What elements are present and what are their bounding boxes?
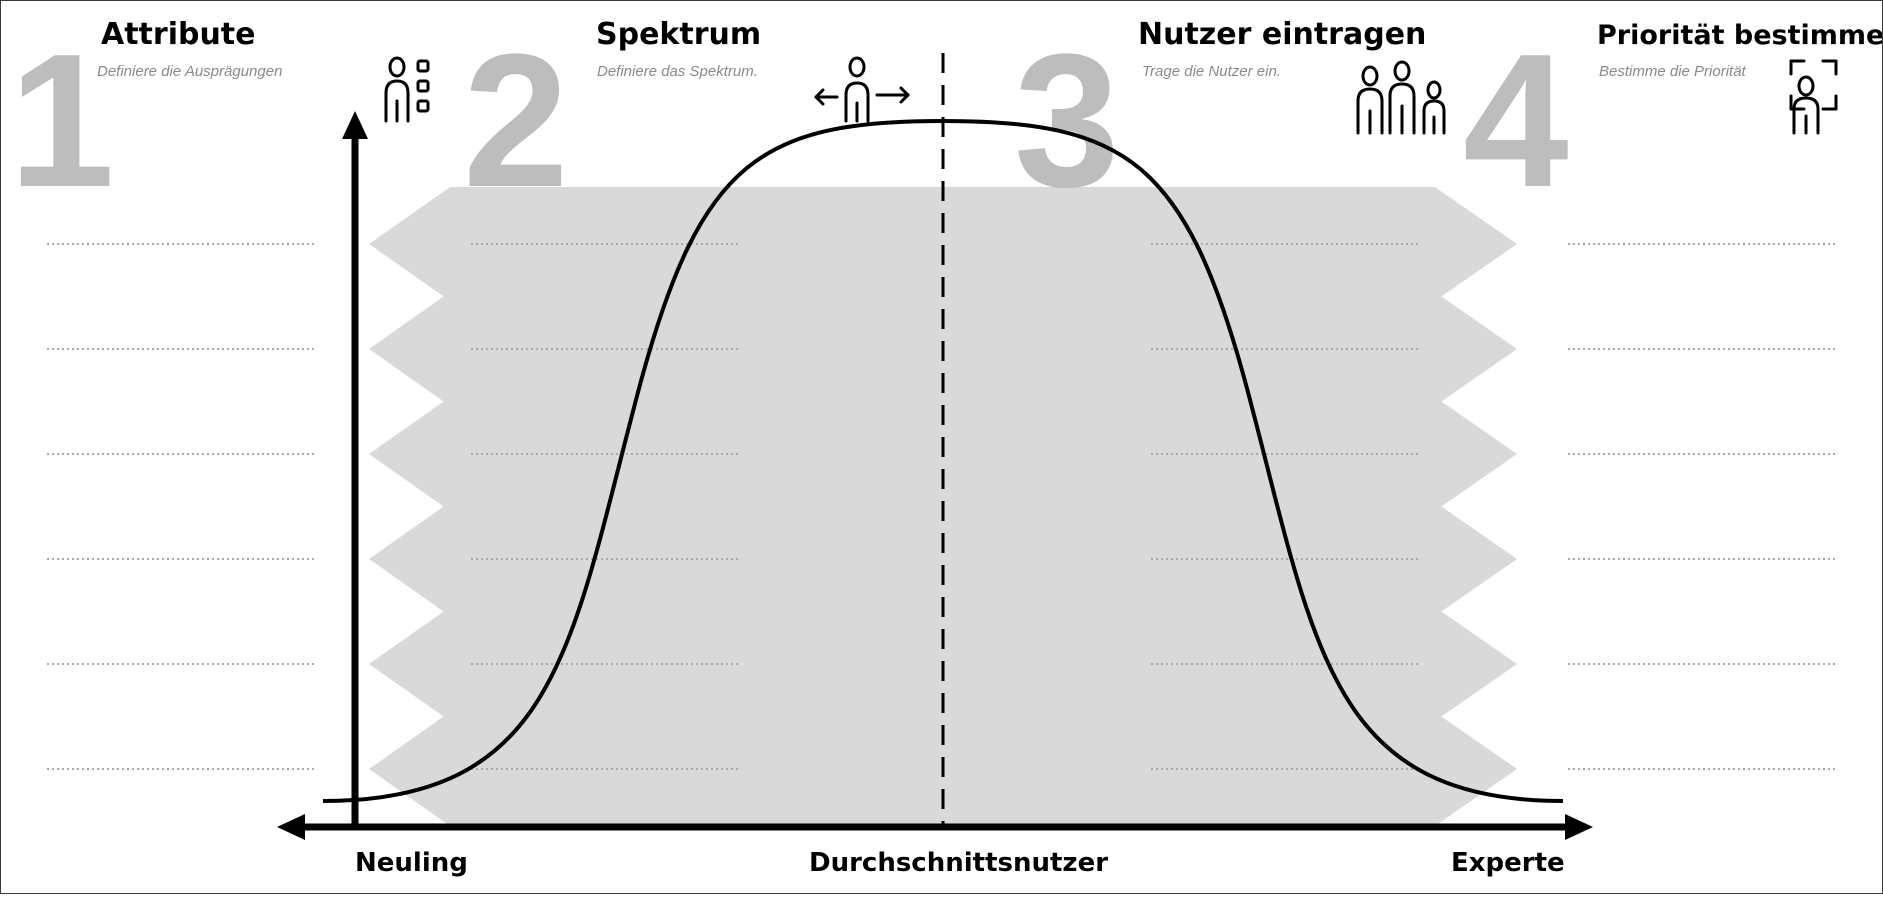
horizontal-axis-right-arrowhead	[1565, 814, 1593, 840]
step-1-number: 1	[9, 15, 115, 227]
person-with-list-icon	[384, 56, 430, 123]
step-3-title: Nutzer eintragen	[1138, 17, 1426, 52]
step-2-title: Spektrum	[596, 17, 761, 52]
vertical-axis-arrowhead	[342, 111, 368, 139]
step-4-title: Priorität bestimmen	[1597, 20, 1882, 51]
horizontal-axis-left-arrowhead	[277, 814, 305, 840]
axis-label-expert: Experte	[1451, 848, 1565, 878]
step-3-number: 3	[1014, 15, 1120, 227]
step-1-subtitle: Definiere die Ausprägungen	[97, 63, 282, 80]
step-4-subtitle: Bestimme die Priorität	[1599, 63, 1747, 80]
step-2-subtitle: Definiere das Spektrum.	[597, 63, 758, 80]
spectrum-band-row	[369, 502, 1517, 616]
step-1-title: Attribute	[101, 17, 256, 52]
user-distribution-curve	[322, 118, 1564, 803]
group-of-people-icon	[1356, 60, 1446, 135]
step-4-number: 4	[1463, 15, 1569, 227]
axis-label-average-user: Durchschnittsnutzer	[809, 848, 1108, 878]
axis-label-novice: Neuling	[355, 848, 468, 878]
step-3-subtitle: Trage die Nutzer ein.	[1142, 63, 1281, 80]
step-2-number: 2	[463, 15, 569, 227]
spectrum-band-row	[369, 187, 1517, 301]
person-with-arrows-icon	[814, 56, 910, 123]
person-in-focus-frame-icon	[1789, 59, 1838, 135]
